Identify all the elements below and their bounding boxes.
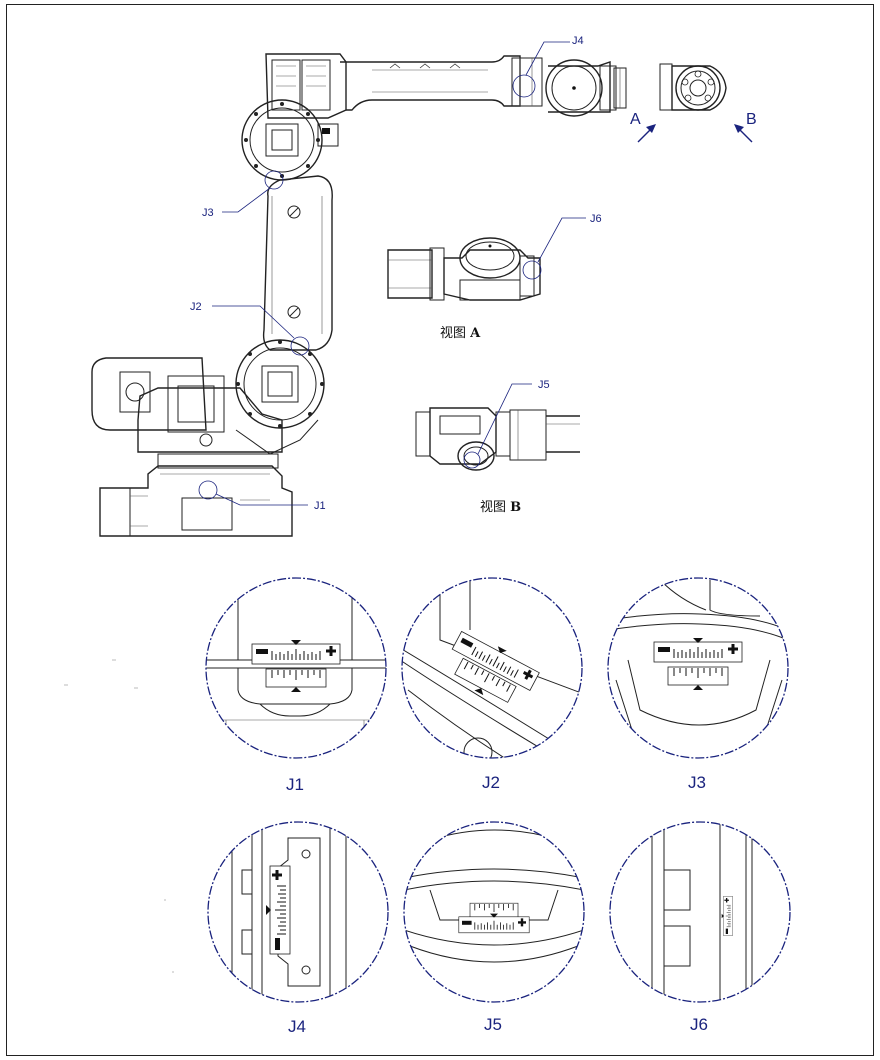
- callout-j2: J2: [190, 301, 310, 356]
- view-arrow-a: A: [630, 111, 656, 143]
- callout-label-j4: J4: [572, 35, 584, 47]
- view-a-drawing: J6: [387, 213, 602, 301]
- detail-caption-j1: J1: [286, 775, 304, 794]
- detail-caption-j2: J2: [482, 773, 500, 792]
- robot-side-view: [91, 53, 627, 537]
- callout-label-j1: J1: [314, 500, 326, 512]
- detail-j5: [403, 821, 585, 1003]
- faint-marks: [64, 659, 174, 973]
- detail-caption-j3: J3: [688, 773, 706, 792]
- detail-j1: [205, 577, 387, 759]
- view-b-title: 视图 B: [480, 500, 521, 515]
- page-border: [6, 4, 874, 1056]
- callout-j1: J1: [198, 480, 326, 512]
- detail-caption-j5: J5: [484, 1015, 502, 1034]
- arrow-label-a: A: [630, 111, 641, 128]
- detail-j2: [401, 577, 583, 759]
- callout-label-j6: J6: [590, 213, 602, 225]
- view-a-title: 视图 A: [440, 326, 481, 341]
- detail-j3: [607, 577, 789, 759]
- detail-caption-j4: J4: [288, 1017, 306, 1036]
- callout-j3: J3: [202, 170, 284, 219]
- flange-view: [659, 63, 727, 111]
- view-arrow-b: B: [734, 111, 757, 143]
- callout-j4: J4: [512, 35, 584, 98]
- callout-label-j5: J5: [538, 379, 550, 391]
- arrow-label-b: B: [746, 111, 757, 128]
- callout-label-j3: J3: [202, 207, 214, 219]
- view-b-drawing: J5: [415, 379, 580, 471]
- detail-j4: [207, 821, 389, 1003]
- callout-label-j2: J2: [190, 301, 202, 313]
- detail-j6: [609, 821, 791, 1003]
- detail-caption-j6: J6: [690, 1015, 708, 1034]
